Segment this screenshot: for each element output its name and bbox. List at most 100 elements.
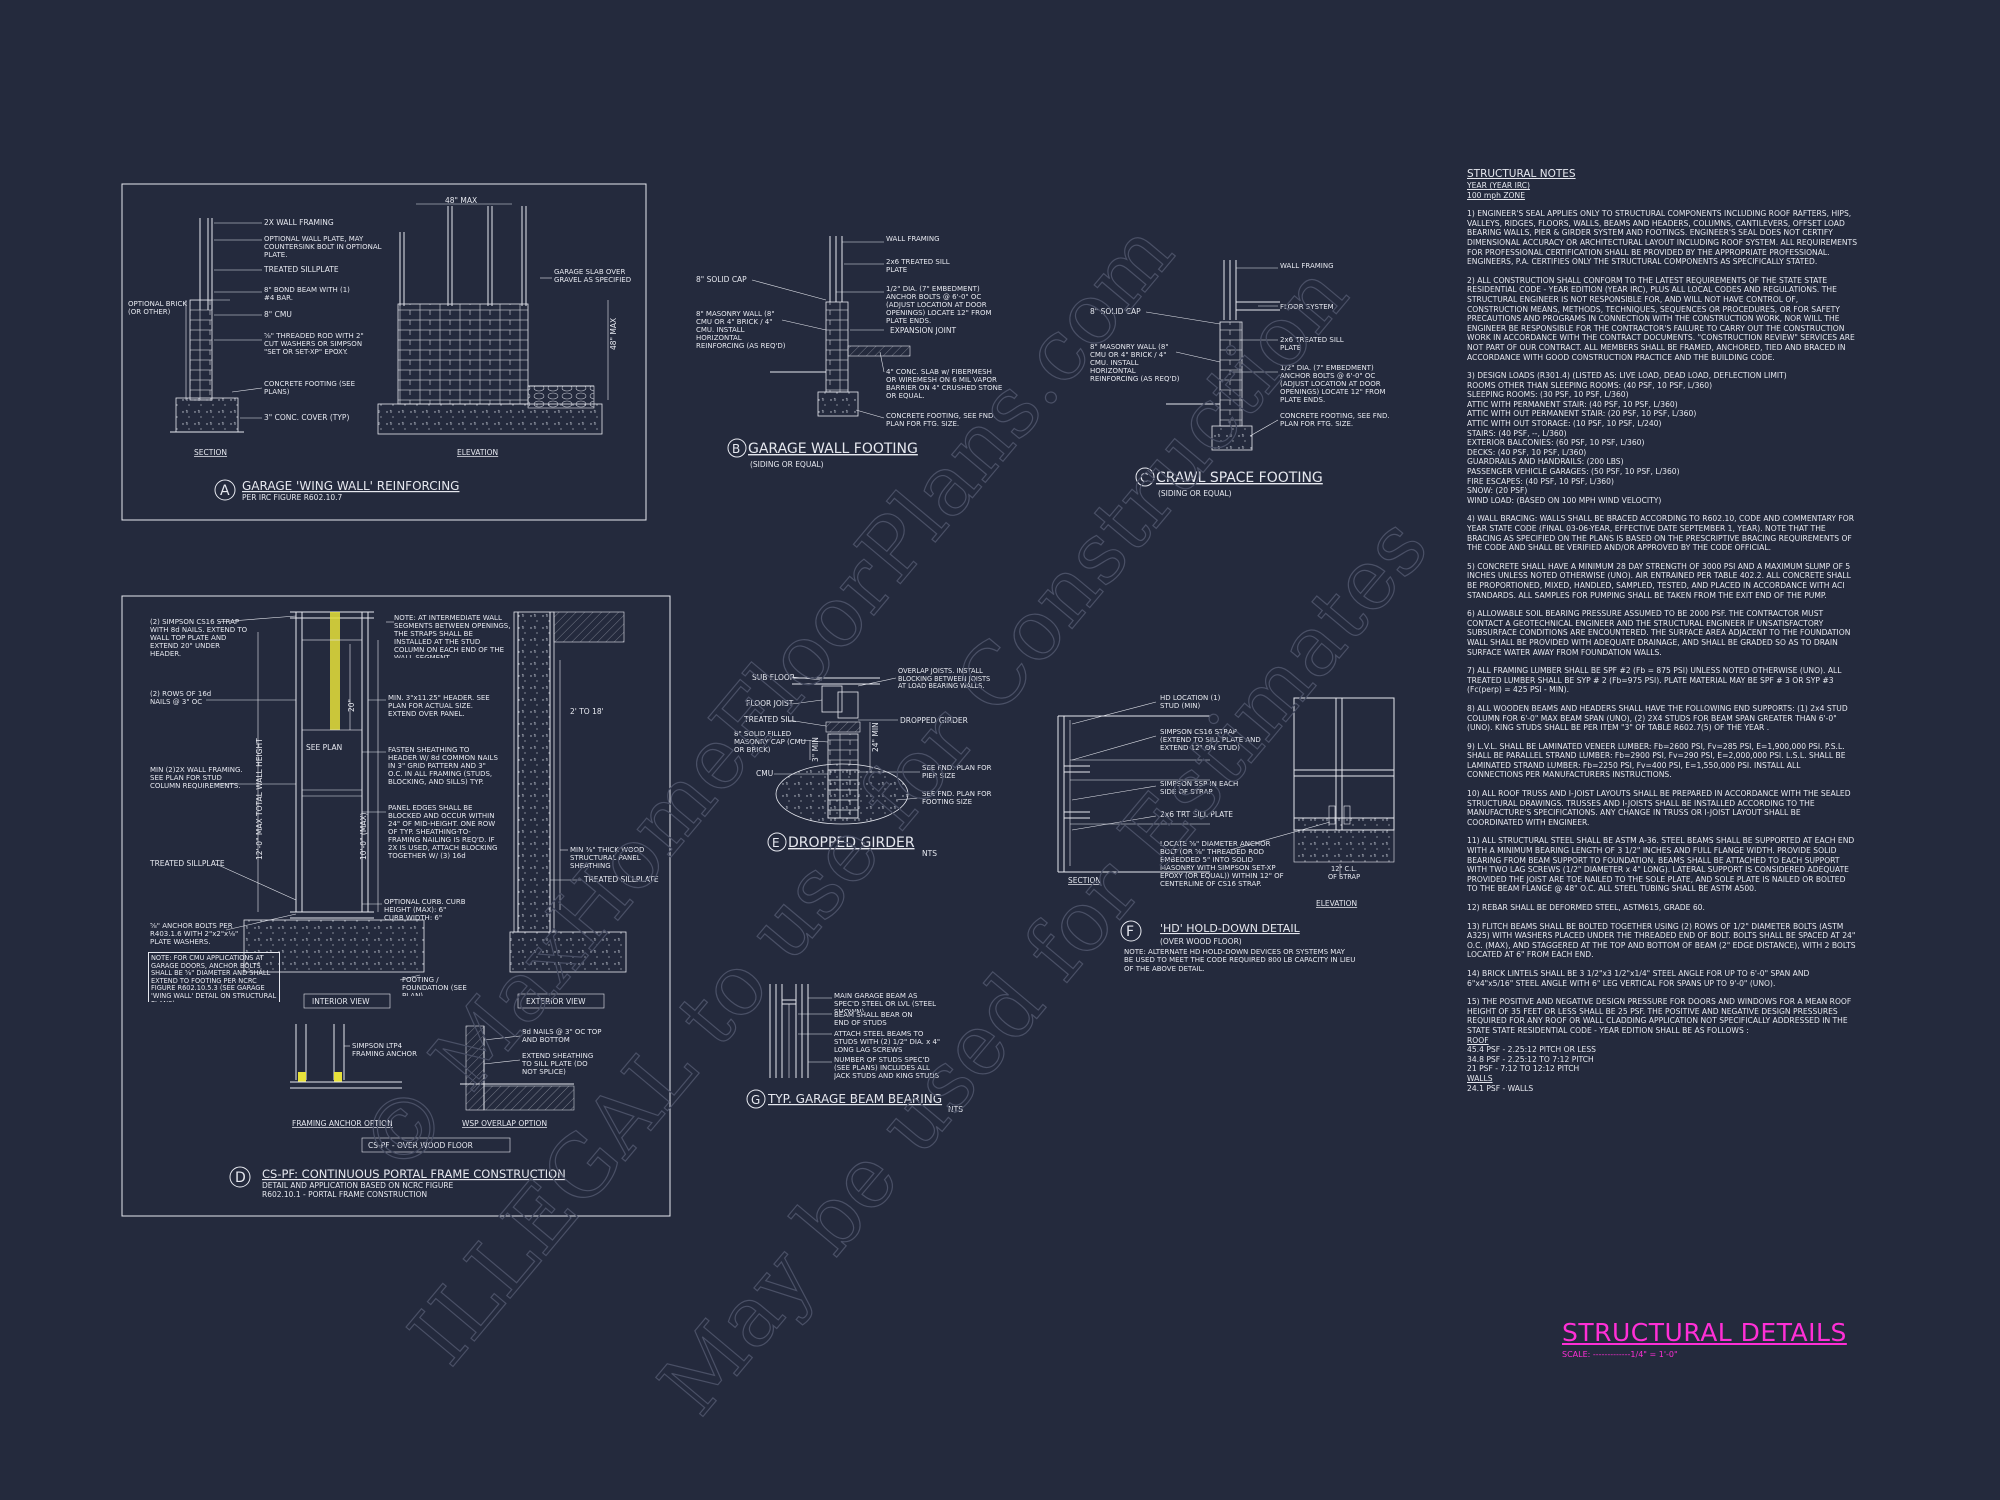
detail-d-framing-anchor-label: FRAMING ANCHOR OPTION — [292, 1119, 393, 1128]
detail-e-letter: E — [772, 836, 780, 850]
detail-a-label-2: TREATED SILLPLATE — [263, 265, 339, 274]
detail-f-hold-down: HD LOCATION (1) STUD (MIN) SIMPSON CS16 … — [1057, 694, 1395, 973]
detail-d-label-8: PANEL EDGES SHALL BE BLOCKED AND OCCUR W… — [388, 804, 498, 860]
detail-b-callout-circle — [727, 438, 747, 458]
detail-c-leaders — [1145, 267, 1279, 437]
detail-a-dim-side: 48" MAX — [609, 318, 618, 350]
detail-a-label-8: OPTIONAL BRICK (OR OTHER) — [128, 300, 187, 316]
detail-b-drawing — [770, 236, 911, 417]
note-paragraph: 6) ALLOWABLE SOIL BEARING PRESSURE ASSUM… — [1467, 609, 1851, 657]
detail-a-leaders — [214, 222, 552, 419]
detail-g-label-2: ATTACH STEEL BEAMS TO STUDS WITH (2) 1/2… — [834, 1030, 941, 1054]
detail-d-label-14: SIMPSON LTP4 FRAMING ANCHOR — [352, 1042, 417, 1058]
detail-b-label-4: 4" CONC. SLAB w/ FIBERMESH OR WIREMESH O… — [886, 368, 1003, 400]
detail-e-drawing — [775, 677, 909, 825]
note-paragraph: 8) ALL WOODEN BEAMS AND HEADERS SHALL HA… — [1467, 703, 1848, 733]
detail-e-dim-24: 24" MIN — [871, 722, 880, 752]
detail-f-letter: F — [1126, 924, 1134, 940]
note-paragraph: 11) ALL STRUCTURAL STEEL SHALL BE ASTM A… — [1467, 836, 1855, 894]
detail-d-framing-anchor-drawing — [290, 1024, 402, 1089]
detail-a-section-drawing — [170, 218, 244, 433]
detail-a-label-7: 3" CONC. COVER (TYP) — [264, 413, 349, 422]
detail-e-callout-circle — [767, 832, 787, 852]
detail-f-label-1: SIMPSON CS16 STRAP (EXTEND TO SILL PLATE… — [1160, 728, 1261, 752]
note-paragraph: 9) L.V.L. SHALL BE LAMINATED VENEER LUMB… — [1467, 741, 1846, 780]
detail-a-label-4: 8" CMU — [264, 310, 292, 319]
detail-e-dropped-girder: SUB FLOOR FLOOR JOIST TREATED SILL 8" SO… — [734, 668, 992, 858]
detail-f-note: NOTE: ALTERNATE HD HOLD-DOWN DEVICES OR … — [1124, 948, 1356, 973]
detail-d-exterior-view-drawing — [509, 611, 627, 973]
detail-b-label-7: 8" MASONRY WALL (8" CMU OR 4" BRICK / 4"… — [696, 310, 786, 350]
notes-roof-label: ROOF — [1467, 1035, 1489, 1045]
detail-g-label-1: BEAM SHALL BEAR ON END OF STUDS — [834, 1011, 913, 1027]
detail-d-border — [121, 595, 671, 1217]
detail-d-interior-view-box — [303, 993, 391, 1009]
notes-roof-line: 34.8 PSF - 2.25:12 TO 7:12 PITCH — [1467, 1054, 1594, 1064]
detail-e-title: DROPPED GIRDER — [788, 835, 915, 851]
detail-d-dim-2to18: 2' TO 18' — [570, 707, 604, 716]
detail-c-label-4: CONCRETE FOOTING, SEE FND. PLAN FOR FTG.… — [1280, 412, 1390, 428]
detail-d-label-7: FASTEN SHEATHING TO HEADER W/ 8d COMMON … — [388, 746, 498, 786]
detail-d-exterior-view-box — [517, 993, 605, 1009]
detail-d-leaders — [206, 615, 582, 1065]
detail-c-crawl-space-footing: WALL FRAMING FLOOR SYSTEM 2x6 TREATED SI… — [1090, 260, 1390, 498]
detail-d-over-wood-box — [361, 1137, 511, 1153]
detail-a-section-label: SECTION — [194, 448, 227, 457]
detail-f-elevation-drawing — [1293, 697, 1395, 878]
detail-a-label-3: 8" BOND BEAM WITH (1) #4 BAR. — [264, 286, 350, 302]
detail-c-subtitle: (SIDING OR EQUAL) — [1158, 489, 1232, 498]
detail-d-label-16: EXTEND SHEATHING TO SILL PLATE (DO NOT S… — [522, 1052, 594, 1076]
detail-f-label-0: HD LOCATION (1) STUD (MIN) — [1160, 694, 1221, 710]
detail-c-letter: C — [1140, 471, 1148, 485]
detail-d-label-6: MIN. 3"x11.25" HEADER. SEE PLAN FOR ACTU… — [388, 694, 490, 718]
detail-c-label-3: 1/2" DIA. (7" EMBEDMENT) ANCHOR BOLTS @ … — [1280, 364, 1386, 404]
detail-g-garage-beam-bearing: MAIN GARAGE BEAM AS SPEC'D STEEL OR LVL … — [746, 984, 963, 1114]
detail-d-label-0: (2) SIMPSON CS16 STRAP WITH 8d NAILS. EX… — [150, 618, 248, 658]
sheet-title: STRUCTURAL DETAILS — [1562, 1318, 1847, 1347]
detail-c-label-5: 8" SOLID CAP — [1090, 307, 1141, 316]
detail-a-label-6: CONCRETE FOOTING (SEE PLANS) — [264, 380, 356, 396]
detail-f-dim-12: 12" C.L. OF STRAP — [1327, 866, 1361, 881]
detail-d-interior-view-drawing — [243, 611, 425, 973]
detail-f-callout-circle — [1120, 920, 1142, 942]
detail-a-callout-circle — [214, 479, 236, 501]
detail-e-dim-3: 3" MIN — [811, 737, 820, 762]
detail-d-dim-header: 10'-0" (MAX) — [359, 812, 368, 860]
detail-d-wsp-overlap-label: WSP OVERLAP OPTION — [462, 1119, 547, 1128]
detail-b-title: GARAGE WALL FOOTING — [748, 441, 918, 457]
detail-d-label-15: 8d NAILS @ 3" OC TOP AND BOTTOM — [522, 1028, 602, 1044]
detail-a-letter: A — [220, 483, 230, 499]
detail-e-label-7: SEE FND. PLAN FOR PIER SIZE — [922, 764, 992, 780]
detail-e-label-5: OVERLAP JOISTS. INSTALL BLOCKING BETWEEN… — [898, 668, 991, 691]
detail-d-label-3: TREATED SILLPLATE — [149, 859, 225, 868]
detail-d-dim-height: 12'-0" MAX TOTAL WALL HEIGHT — [255, 738, 264, 860]
structural-notes: STRUCTURAL NOTES YEAR (YEAR IRC) 100 mph… — [1467, 168, 1857, 1093]
detail-b-leaders — [751, 241, 885, 419]
detail-b-label-2: 1/2" DIA. (7" EMBEDMENT) ANCHOR BOLTS @ … — [886, 285, 992, 325]
note-paragraph: 13) FLITCH BEAMS SHALL BE BOLTED TOGETHE… — [1467, 921, 1856, 960]
detail-e-label-4: CMU — [756, 769, 773, 778]
detail-d-label-12: TREATED SILLPLATE — [583, 875, 659, 884]
detail-a-label-9: GARAGE SLAB OVER GRAVEL AS SPECIFIED — [554, 268, 632, 284]
notes-roof-line: 45.4 PSF - 2.25:12 PITCH OR LESS — [1467, 1045, 1596, 1055]
notes-roof-line: 21 PSF - 7:12 TO 12:12 PITCH — [1467, 1064, 1580, 1074]
detail-d-subtitle1: DETAIL AND APPLICATION BASED ON NCRC FIG… — [262, 1181, 454, 1190]
detail-f-title: 'HD' HOLD-DOWN DETAIL — [1160, 922, 1301, 935]
detail-e-label-1: FLOOR JOIST — [746, 699, 794, 708]
note-paragraph: 4) WALL BRACING: WALLS SHALL BE BRACED A… — [1467, 514, 1855, 553]
detail-f-section-label: SECTION — [1068, 876, 1101, 885]
note-paragraph: 2) ALL CONSTRUCTION SHALL CONFORM TO THE… — [1467, 275, 1855, 362]
detail-g-label-0: MAIN GARAGE BEAM AS SPEC'D STEEL OR LVL … — [834, 992, 937, 1012]
notes-walls-line: 24.1 PSF - WALLS — [1467, 1083, 1534, 1093]
detail-e-label-8: SEE FND. PLAN FOR FOOTING SIZE — [922, 790, 992, 806]
detail-d-label-5: NOTE: AT INTERMEDIATE WALL SEGMENTS BETW… — [394, 614, 511, 658]
detail-a-title: GARAGE 'WING WALL' REINFORCING — [242, 479, 459, 493]
detail-f-label-3: 2x6 TRT SILL PLATE — [1160, 810, 1233, 819]
detail-d-label-9: OPTIONAL CURB. CURB HEIGHT (MAX): 6" CUR… — [384, 898, 466, 922]
detail-d-label-1: (2) ROWS OF 16d NAILS @ 3" OC — [150, 690, 212, 706]
detail-c-label-0: WALL FRAMING — [1280, 262, 1334, 270]
note-paragraph: 14) BRICK LINTELS SHALL BE 3 1/2"x3 1/2"… — [1467, 968, 1810, 988]
detail-g-callout-circle — [746, 1089, 766, 1109]
note-paragraph: 10) ALL ROOF TRUSS AND I-JOIST LAYOUTS S… — [1467, 789, 1851, 827]
